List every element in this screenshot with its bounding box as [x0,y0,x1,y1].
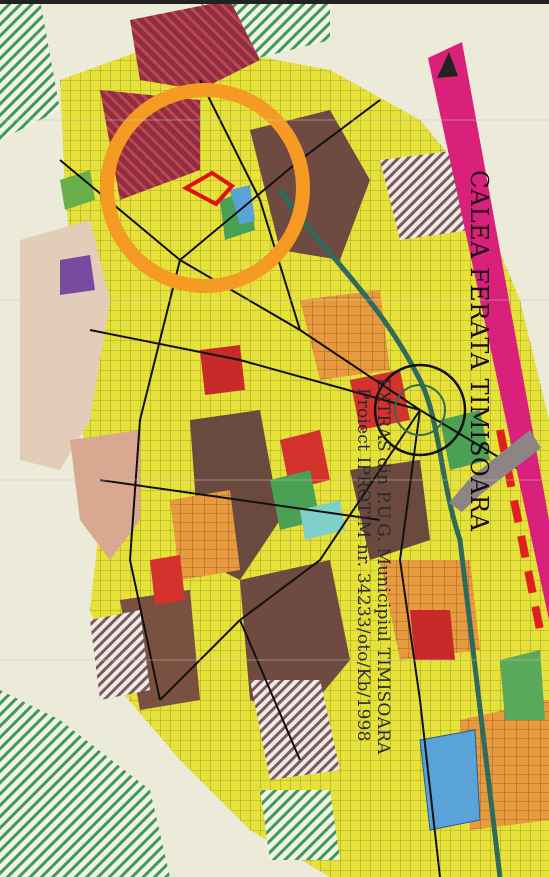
hatched-zone-northeast [380,150,470,240]
map-caption-project: Proiect IPROTIM nr. 34233/oto/Kb/1998 [353,388,373,742]
map-caption-title: EXTRAS din P.U.G. Municipiul TIMISOARA [373,378,393,755]
sheet-grid [0,119,549,661]
green-belt-northwest [0,0,60,140]
inner-ring [394,384,446,436]
grey-arrow-icon [449,430,541,512]
red-zone-2 [200,345,245,395]
ring-road [373,363,467,457]
river [277,188,503,877]
railway-label: CALEA FERATA TIMISOARA [465,170,493,532]
hatched-zone-north [130,0,260,90]
north-arrow-icon [437,52,458,78]
pond [230,185,255,225]
hatched-zone-south [250,680,340,780]
orange-circle-icon [100,83,310,293]
hatched-green-south [260,790,340,860]
purple-zone [60,255,95,295]
hatched-zone-southwest [90,610,150,700]
sheet-border [0,0,549,4]
industrial-zone-north [250,110,370,260]
lake [419,729,481,831]
red-zone-5 [150,555,185,605]
red-zone-4 [410,610,455,660]
green-belt-southwest [0,690,170,877]
site-outline-icon [181,170,236,207]
park-2 [440,410,490,470]
agricultural-zone-west-2 [70,430,140,560]
park-3 [500,650,545,720]
railway-band [428,42,549,620]
urban-block-1 [300,290,390,380]
urban-block-4 [170,490,240,580]
park-5 [60,170,95,210]
hatched-zone-highlight [100,90,200,200]
